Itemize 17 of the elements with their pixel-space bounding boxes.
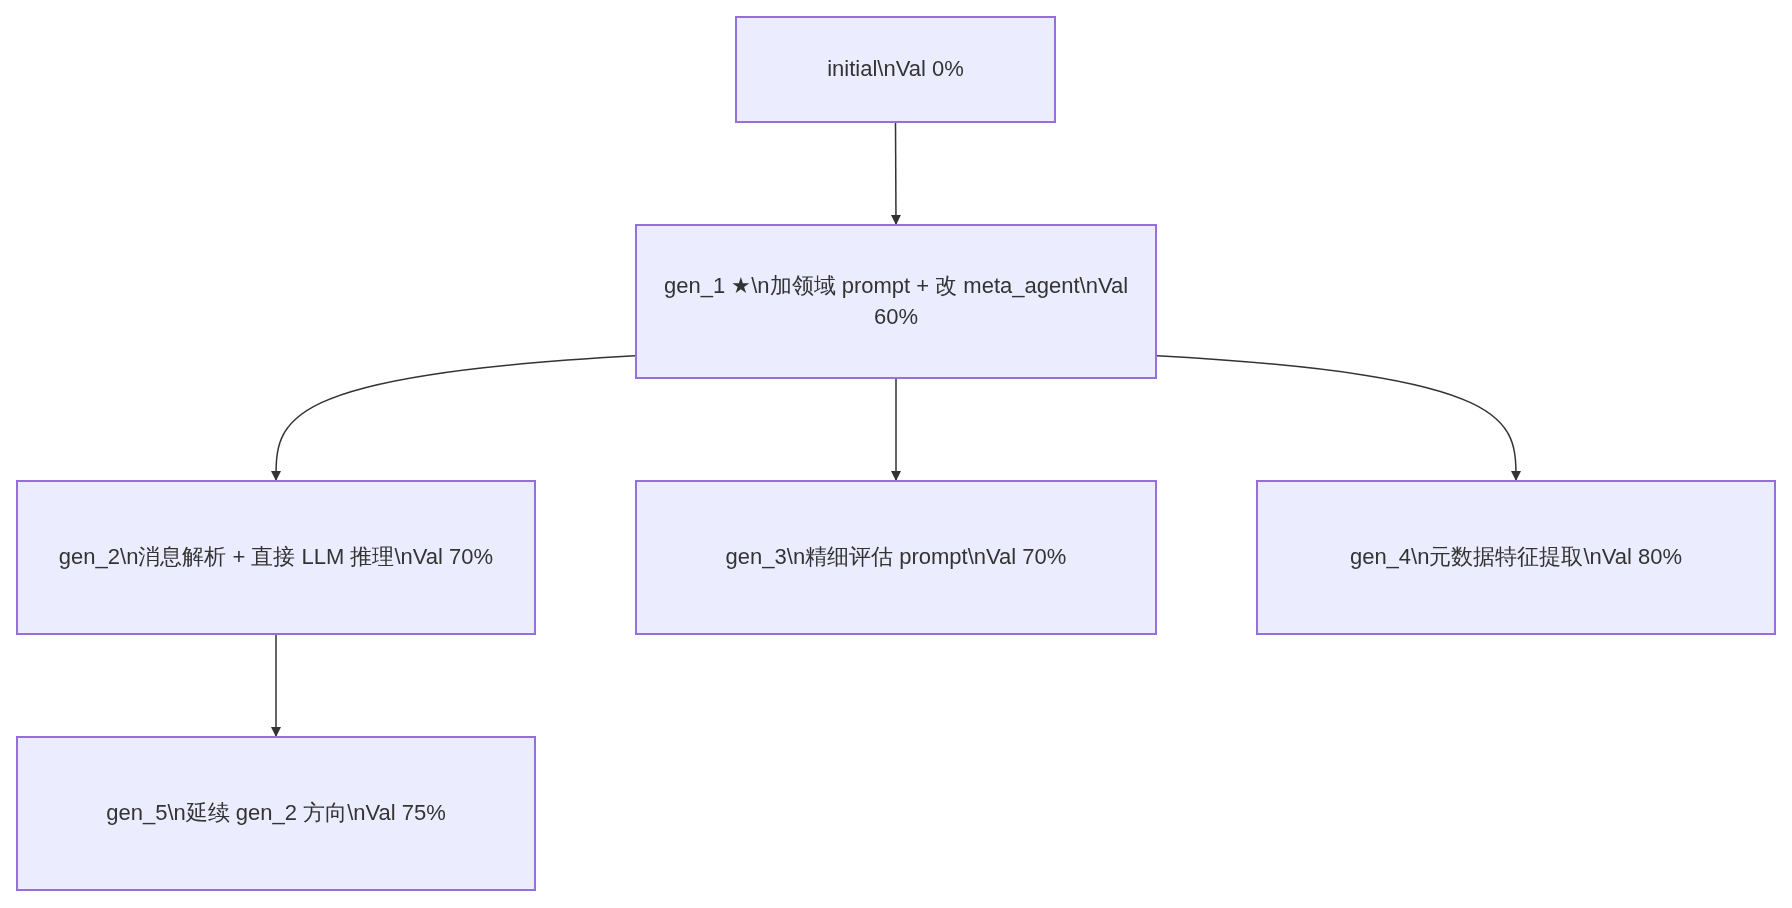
- arrow: [271, 355, 636, 481]
- process-box: [16, 736, 536, 891]
- process-box: [16, 480, 536, 635]
- node-label: initial\nVal 0%: [827, 55, 964, 84]
- node-label: gen_1 ★\n加领域 prompt + 改 meta_agent\nVal 60%: [662, 272, 1130, 331]
- process-box: [635, 224, 1157, 379]
- process-box: [735, 16, 1056, 123]
- arrow: [271, 634, 281, 737]
- node-label: gen_2\n消息解析 + 直接 LLM 推理\nVal 70%: [58, 543, 494, 572]
- process-box: [1256, 480, 1776, 635]
- process-box: [635, 480, 1157, 635]
- node-label: gen_5\n延续 gen_2 方向\nVal 75%: [106, 799, 446, 828]
- arrow: [891, 378, 901, 481]
- arrow: [1156, 355, 1521, 481]
- node-label: gen_4\n元数据特征提取\nVal 80%: [1349, 543, 1683, 572]
- node-label: gen_3\n精细评估 prompt\nVal 70%: [725, 543, 1067, 572]
- arrow: [890, 122, 901, 225]
